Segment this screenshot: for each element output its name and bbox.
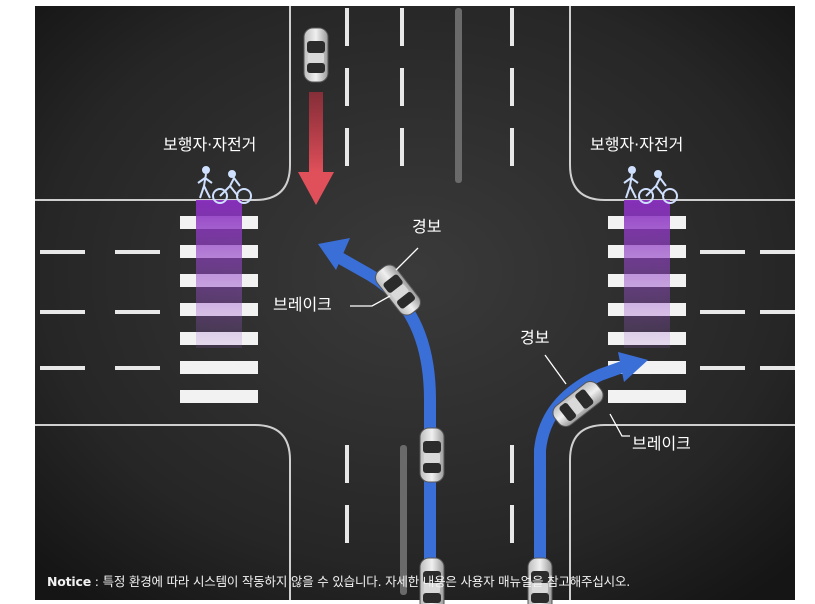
label-brake-center: 브레이크 [273,295,332,314]
lane-markings [40,8,795,595]
crosswalk-highlight-right [624,200,670,348]
oncoming-arrow-icon [298,172,334,205]
bicycle-icon [212,170,252,204]
notice-body: 특정 환경에 따라 시스템이 작동하지 않을 수 있습니다. 자세한 내용은 사… [102,574,631,589]
crosswalk-highlight-left [196,200,242,348]
car-waiting [419,427,445,483]
leader-lines [350,247,630,437]
label-alert-center: 경보 [412,217,441,236]
label-brake-right: 브레이크 [632,434,691,453]
label-pedestrian-cyclist-left: 보행자·자전거 [163,135,256,154]
pedestrian-icon [623,166,639,199]
label-alert-right: 경보 [520,328,549,347]
turn-arrow-right-icon [618,352,648,382]
curb-lines [35,6,795,600]
pedestrian-icon [197,166,213,199]
notice-separator: : [91,574,103,589]
oncoming-path [309,92,323,172]
car-oncoming [303,27,329,83]
turn-arrow-left-icon [318,238,350,270]
notice-text: Notice : 특정 환경에 따라 시스템이 작동하지 않을 수 있습니다. … [47,572,787,592]
bicycle-icon [638,170,678,204]
label-pedestrian-cyclist-right: 보행자·자전거 [590,135,683,154]
notice-prefix: Notice [47,574,91,589]
